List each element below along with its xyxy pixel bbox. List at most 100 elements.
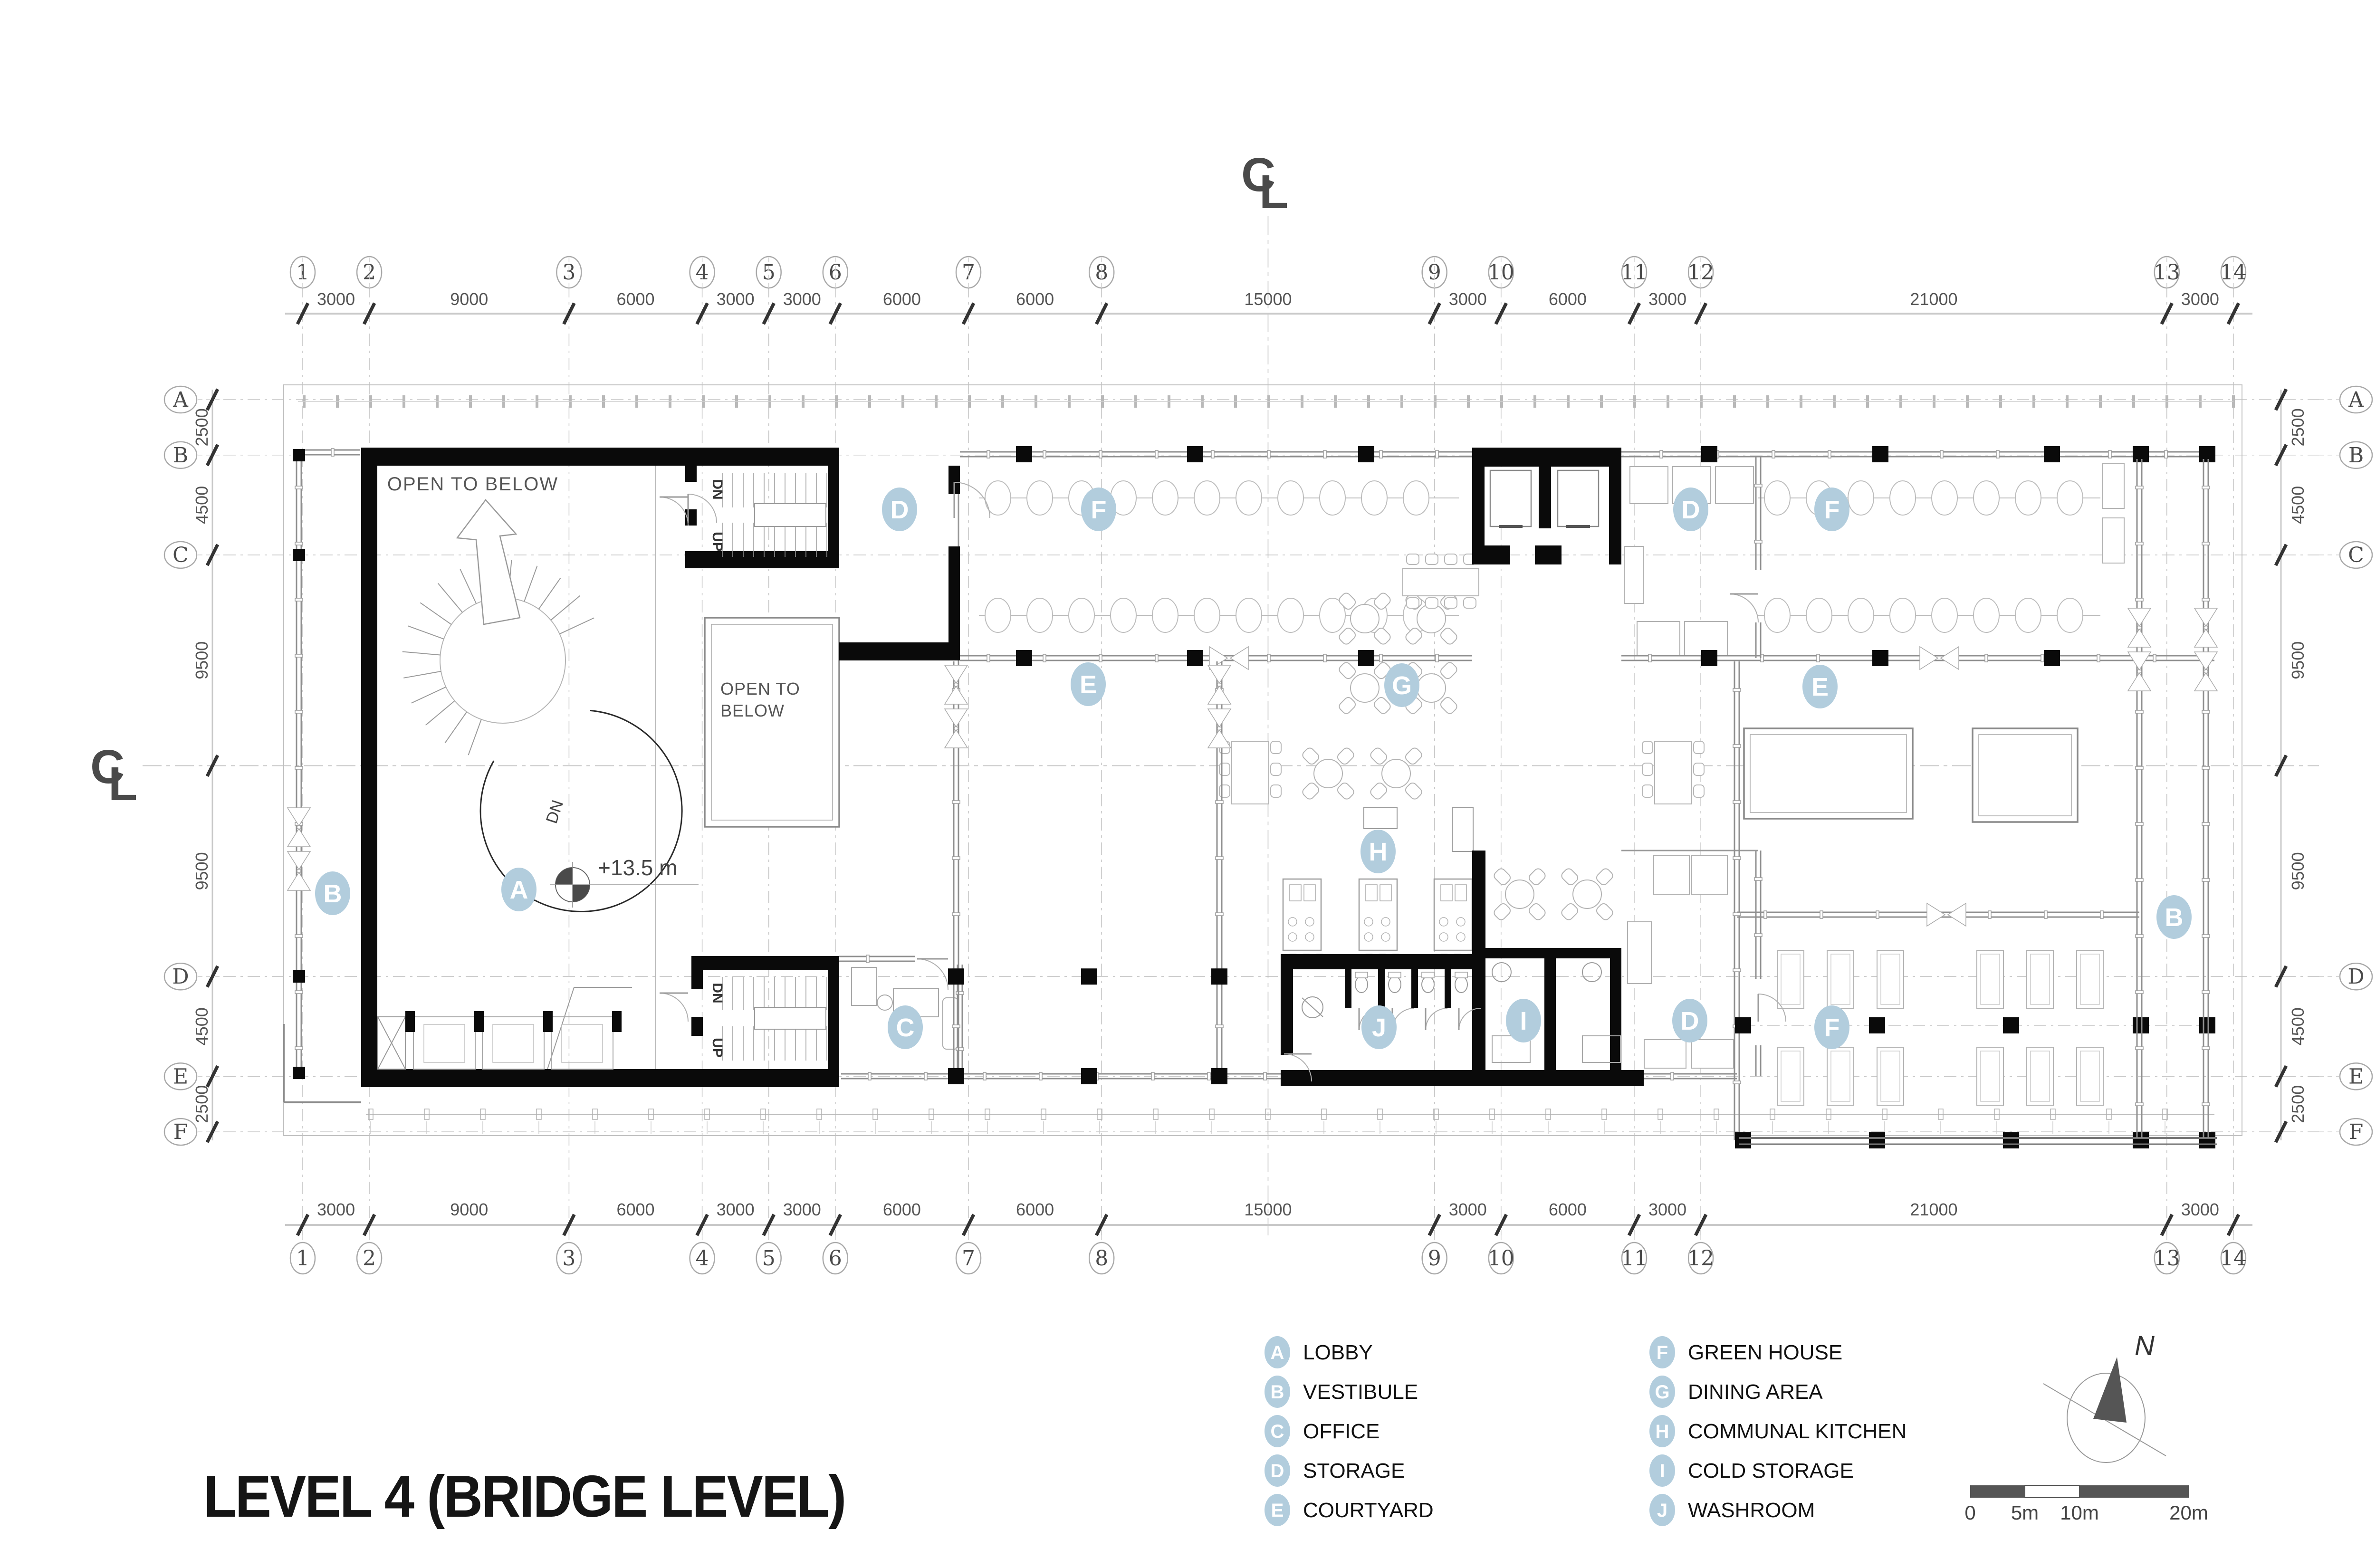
level-marker-quadrant (556, 868, 573, 885)
mullion (295, 934, 303, 938)
mullion (2135, 878, 2144, 882)
mullion (1215, 1024, 1224, 1028)
cooler-unit (1492, 962, 1512, 982)
grid-bubble-bottom (955, 1242, 982, 1275)
room-marker-circle (1814, 1005, 1849, 1049)
dimension-text-right: 4500 (2288, 486, 2308, 524)
mullion (1207, 1072, 1211, 1080)
cell-wall (474, 1011, 484, 1032)
chair (1425, 597, 1438, 609)
dimension-text-top: 15000 (1244, 289, 1292, 309)
grid-bubble-number: 5 (762, 1246, 776, 1271)
dimension-tick (296, 1214, 310, 1236)
centerline-c: C (90, 740, 125, 794)
column (293, 970, 305, 983)
deck-post (2050, 1109, 2056, 1120)
mullion (1435, 450, 1439, 459)
mullion (1828, 450, 1831, 459)
wheelchair-icon (1302, 996, 1323, 1018)
grid-bubble-number: 6 (829, 1246, 842, 1271)
level-marker-quadrant (573, 885, 590, 902)
table (1402, 568, 1479, 596)
grid-bubble-left (163, 541, 198, 569)
grid-bubble-left (163, 1118, 198, 1146)
planter-icon (1026, 480, 1053, 516)
grid-bubble-right (2339, 962, 2373, 991)
boundary-layer (283, 384, 2242, 1136)
room-marker-circle (1384, 663, 1419, 707)
planter-icon (1931, 598, 1958, 633)
mullion (952, 1024, 960, 1028)
grid-bubble-bottom (356, 1242, 383, 1275)
sink (1380, 884, 1392, 901)
mullion (866, 955, 870, 963)
room-marker-communal-kitchen: H (1360, 830, 1396, 873)
room-marker-storage-1: D (882, 488, 917, 531)
mullion (1211, 450, 1215, 459)
shelf (1629, 466, 1668, 504)
mullion-diamond (1207, 708, 1232, 728)
chair (1693, 763, 1705, 776)
door-swing (1425, 1008, 1448, 1031)
sink (1303, 884, 1316, 901)
planter-icon (1319, 480, 1346, 516)
mullion-diamond (2127, 672, 2152, 691)
mullion (1379, 654, 1383, 662)
dimension-text-bottom: 6000 (616, 1200, 654, 1219)
north-label: N (2135, 1330, 2155, 1361)
room-marker-letter: F (1824, 496, 1840, 524)
mullion-diamond (944, 685, 968, 705)
grid-bubble-number: 2 (363, 260, 376, 285)
mullion (2097, 654, 2100, 662)
grid-bubble-right (2339, 441, 2373, 469)
room-marker-storage-2: D (1673, 488, 1708, 531)
planter-icon (985, 598, 1011, 633)
mullion (1763, 910, 1767, 919)
annotations-layer: C L C L OPEN TO BELOW OPEN TO BELOW +13.… (90, 148, 1288, 908)
stall-wall (1411, 969, 1418, 1008)
planter-icon (1236, 480, 1262, 516)
spiral-dn-label: DN (543, 798, 567, 825)
legend-marker-letter: I (1659, 1461, 1665, 1482)
wall (1472, 448, 1485, 564)
dimension-text-bottom: 3000 (783, 1200, 821, 1219)
burner (1439, 917, 1448, 927)
room-marker-office: C (888, 1005, 923, 1049)
grid-bubble-number: 5 (762, 260, 776, 285)
scale-bar-label: 5m (2011, 1501, 2039, 1524)
deck-post (1097, 1109, 1102, 1120)
chair (1270, 784, 1282, 798)
mullion (1099, 450, 1102, 459)
chair (1339, 662, 1356, 679)
deck-post (1153, 1109, 1159, 1120)
room-marker-letter: E (1811, 673, 1829, 701)
scale-bar-segment (2079, 1485, 2189, 1498)
mullion-diamond (2127, 628, 2152, 648)
door-swing (917, 958, 948, 990)
dimension-tick (205, 1120, 220, 1143)
garden-bed-inner (2030, 954, 2050, 1005)
mullion (1155, 654, 1159, 662)
mullion (1215, 800, 1224, 804)
stair-dn-label: DN (709, 479, 725, 499)
garden-bed (1777, 1047, 1804, 1106)
garden-bed (1827, 1047, 1854, 1106)
grid-bubble-left (163, 962, 198, 991)
mullion (1659, 450, 1663, 459)
burner (1305, 917, 1314, 927)
column (2133, 1132, 2149, 1148)
grid-bubble-number: 10 (1488, 260, 1514, 285)
dimensions-layer: 1122334455667788991010111112121313141430… (163, 256, 2373, 1275)
legend-marker-letter: B (1271, 1382, 1284, 1403)
garden-bed-inner (2080, 954, 2100, 1005)
shelf (1715, 466, 1754, 504)
column (2199, 446, 2215, 462)
grid-bubble-bottom (2220, 1242, 2247, 1275)
room-marker-circle (1360, 830, 1396, 873)
room-marker-letter: J (1372, 1013, 1386, 1042)
wall (361, 448, 377, 1087)
mullion-diamond (1919, 646, 1939, 670)
dining-table (1350, 604, 1380, 633)
